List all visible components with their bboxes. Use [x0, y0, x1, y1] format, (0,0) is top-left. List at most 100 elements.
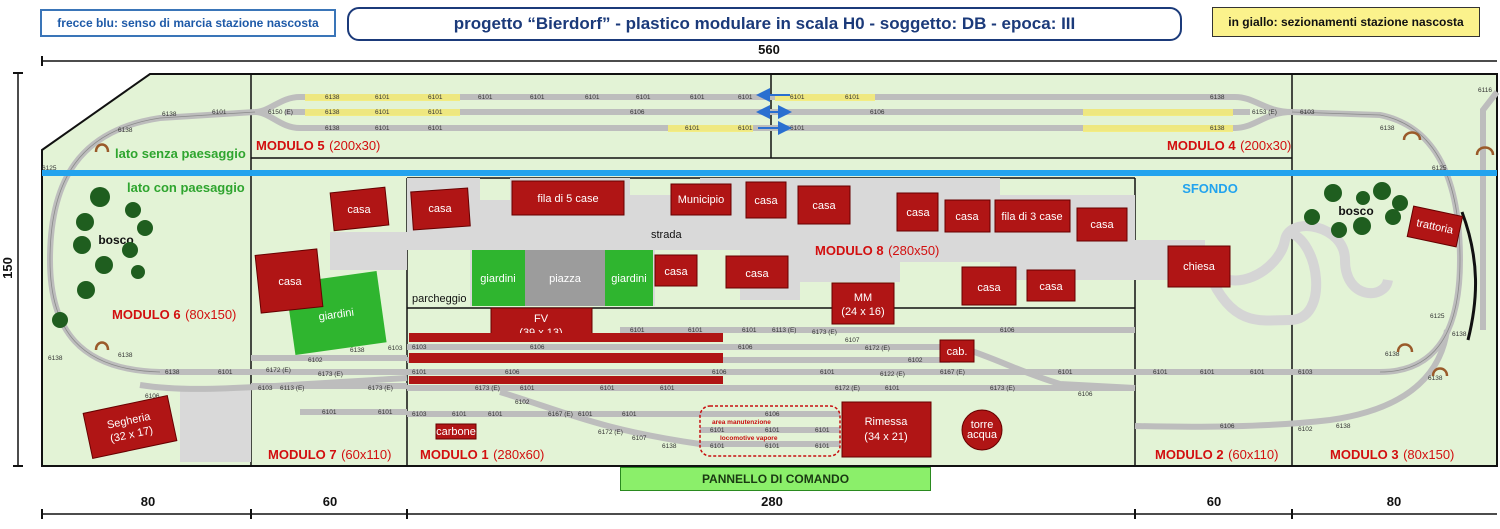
svg-text:6173 (E): 6173 (E)	[318, 371, 343, 378]
svg-text:6106: 6106	[765, 411, 780, 418]
svg-text:6103: 6103	[258, 385, 273, 392]
dim-b2: 60	[323, 494, 337, 509]
svg-text:Municipio: Municipio	[678, 194, 724, 206]
rails	[49, 111, 1461, 373]
svg-text:6101: 6101	[685, 125, 700, 132]
svg-text:6150 (E): 6150 (E)	[268, 109, 293, 116]
svg-text:6107: 6107	[632, 435, 647, 442]
piazza	[525, 250, 605, 306]
svg-text:6101: 6101	[845, 94, 860, 101]
casa-m8-7: casa	[654, 254, 698, 287]
svg-text:6101: 6101	[630, 327, 645, 334]
svg-text:giardini: giardini	[318, 307, 355, 324]
svg-text:6173 (E): 6173 (E)	[812, 329, 837, 336]
svg-text:carbone: carbone	[436, 426, 476, 438]
label-bosco-right: bosco	[1338, 204, 1373, 218]
municipio: Municipio	[670, 183, 732, 216]
casa-m7-top: casa	[329, 186, 390, 232]
maintenance-area	[699, 405, 841, 457]
svg-text:6101: 6101	[212, 109, 227, 116]
casa-m8-1: casa	[410, 187, 471, 231]
svg-text:6101: 6101	[600, 385, 615, 392]
svg-text:6138: 6138	[325, 109, 340, 116]
svg-text:6101: 6101	[690, 94, 705, 101]
svg-text:6106: 6106	[1078, 391, 1093, 398]
svg-text:casa: casa	[906, 207, 930, 219]
svg-text:Rimessa: Rimessa	[865, 416, 909, 428]
svg-text:casa: casa	[1039, 281, 1063, 293]
svg-text:MODULO 8 (280x50): MODULO 8 (280x50)	[815, 242, 939, 259]
module-labels: MODULO 5 (200x30) MODULO 4 (200x30) MODU…	[112, 138, 1454, 463]
svg-text:6101: 6101	[585, 94, 600, 101]
svg-text:6101: 6101	[375, 125, 390, 132]
svg-text:giardini: giardini	[480, 273, 515, 285]
svg-text:6101: 6101	[452, 411, 467, 418]
casa-m8-6: casa	[1076, 207, 1128, 242]
svg-text:6101: 6101	[765, 443, 780, 450]
svg-text:casa: casa	[347, 204, 371, 216]
svg-text:6138: 6138	[1428, 375, 1443, 382]
svg-text:6106: 6106	[738, 344, 753, 351]
svg-text:6106: 6106	[1000, 327, 1015, 334]
svg-text:6101: 6101	[742, 327, 757, 334]
svg-text:6106: 6106	[530, 344, 545, 351]
svg-text:6101: 6101	[660, 385, 675, 392]
dimension-top: 560	[41, 42, 1497, 66]
svg-text:6113 (E): 6113 (E)	[280, 385, 304, 392]
svg-text:6167 (E): 6167 (E)	[548, 411, 573, 418]
svg-text:casa: casa	[428, 203, 452, 215]
svg-text:casa: casa	[745, 268, 769, 280]
carbone: carbone	[435, 423, 477, 440]
legend-blue-arrows: frecce blu: senso di marcia stazione nas…	[40, 9, 336, 37]
svg-text:6138: 6138	[162, 111, 177, 118]
svg-text:6101: 6101	[688, 327, 703, 334]
svg-text:6101: 6101	[1200, 369, 1215, 376]
svg-text:casa: casa	[278, 276, 302, 288]
svg-text:6101: 6101	[478, 94, 493, 101]
svg-text:6125: 6125	[1432, 165, 1447, 172]
svg-text:(24 x 16): (24 x 16)	[841, 306, 884, 318]
svg-text:6116: 6116	[1478, 87, 1492, 94]
legend-yellow-sections: in giallo: sezionamenti stazione nascost…	[1212, 7, 1480, 37]
svg-text:6153 (E): 6153 (E)	[1252, 109, 1277, 116]
svg-text:chiesa: chiesa	[1183, 261, 1216, 273]
svg-text:casa: casa	[754, 195, 778, 207]
svg-text:6172 (E): 6172 (E)	[598, 429, 623, 436]
dimension-bottom: 80 60 280 60 80	[41, 494, 1497, 519]
svg-text:(34 x 21): (34 x 21)	[864, 431, 907, 443]
dim-b1: 80	[141, 494, 155, 509]
svg-text:6102: 6102	[1298, 426, 1313, 433]
svg-text:6101: 6101	[375, 109, 390, 116]
svg-text:6172 (E): 6172 (E)	[865, 345, 890, 352]
svg-text:giardini: giardini	[611, 273, 646, 285]
svg-text:6101: 6101	[322, 409, 337, 416]
svg-text:6122 (E): 6122 (E)	[880, 371, 905, 378]
svg-text:6103: 6103	[412, 344, 427, 351]
platform-1	[409, 333, 723, 342]
svg-text:MODULO 7 (60x110): MODULO 7 (60x110)	[268, 446, 391, 463]
svg-text:MM: MM	[854, 292, 872, 304]
svg-text:MODULO 2 (60x110): MODULO 2 (60x110)	[1155, 446, 1278, 463]
svg-text:6138: 6138	[118, 352, 133, 359]
svg-text:acqua: acqua	[967, 429, 998, 441]
dim-b5: 80	[1387, 494, 1401, 509]
label-bosco-left: bosco	[98, 233, 133, 247]
svg-text:6138: 6138	[1336, 423, 1351, 430]
svg-text:6101: 6101	[710, 443, 725, 450]
svg-text:6106: 6106	[630, 109, 645, 116]
svg-text:6101: 6101	[738, 125, 753, 132]
svg-text:6101: 6101	[636, 94, 651, 101]
svg-text:6138: 6138	[325, 94, 340, 101]
svg-text:torre: torre	[971, 419, 994, 431]
track-codes: 6138 6101 6101 6101 6101 6101 6101 6101 …	[42, 87, 1492, 450]
svg-text:casa: casa	[977, 282, 1001, 294]
svg-text:FV: FV	[534, 313, 549, 325]
svg-text:6101: 6101	[1058, 369, 1073, 376]
svg-text:6101: 6101	[428, 125, 443, 132]
page-title: progetto “Bierdorf” - plastico modulare …	[347, 7, 1182, 41]
svg-text:6101: 6101	[765, 427, 780, 434]
svg-text:6138: 6138	[1380, 125, 1395, 132]
tunnel-portal	[1460, 211, 1477, 341]
